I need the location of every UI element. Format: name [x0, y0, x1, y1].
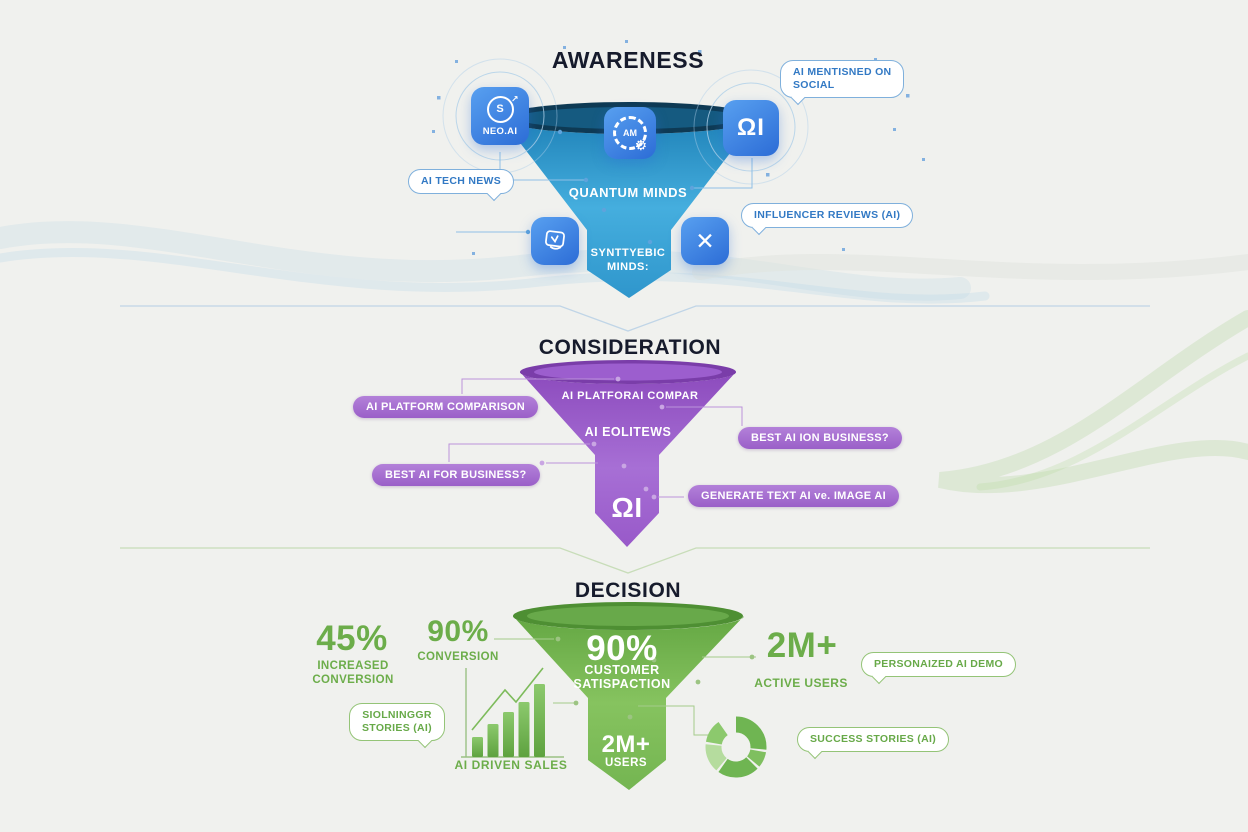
sketch-shield-icon: [545, 230, 565, 250]
blue-wave: [0, 221, 971, 301]
bubble-ai-mentioned-on-social: AI MENTISNED ON SOCIAL: [780, 60, 905, 99]
divider-consideration: [120, 547, 1150, 574]
stat-increased-conversion-label1: INCREASED: [317, 660, 389, 672]
consideration-funnel-ai-logo: ΩI: [611, 492, 643, 523]
stat-active-users-value: 2M+: [766, 626, 838, 665]
consideration-connector-dots: [539, 376, 665, 500]
bubble-stories-line1: SIOLNINGGR: [362, 709, 432, 721]
consideration-title: CONSIDERATION: [538, 336, 722, 359]
stat-increased-conversion-value: 45%: [316, 619, 388, 658]
decision-funnel-stat-line1: CUSTOMER: [584, 663, 660, 677]
pill-generate-text-ai-vs-image-ai: GENERATE TEXT AI ve. IMAGE AI: [688, 485, 899, 507]
bar-chart-label: AI DRIVEN SALES: [454, 758, 568, 772]
decision-title: DECISION: [574, 579, 682, 602]
decision-funnel-stat-line2: SATISPACTION: [573, 677, 671, 691]
consideration-connectors: [448, 378, 743, 498]
gear-ring-text: AM: [623, 128, 637, 138]
stat-increased-conversion-label2: CONVERSION: [312, 674, 394, 686]
consideration-funnel: [520, 360, 736, 547]
quantum-minds-app-icon: AM ⚙: [604, 107, 656, 159]
bar-chart: [461, 667, 564, 758]
bar-chart-trend-line: [471, 667, 544, 731]
green-wave: [938, 310, 1248, 494]
stat-active-users-label: ACTIVE USERS: [754, 676, 848, 690]
stat-conversion-label: CONVERSION: [417, 651, 499, 663]
neo-ai-glyph: S: [496, 103, 504, 115]
decision-spout-value: 2M+: [601, 731, 651, 758]
bubble-stories-line2: STORIES (AI): [362, 722, 432, 735]
consideration-funnel-text-1: AI PLATFORAI COMPAR: [561, 390, 699, 402]
decision-funnel: [513, 602, 744, 790]
neo-ai-logo-icon: S ↗: [486, 94, 519, 123]
bubble-influencer-reviews: INFLUENCER REVIEWS (AI): [741, 203, 914, 229]
decision-funnel-stat-value: 90%: [586, 629, 658, 668]
bubble-ai-tech-news: AI TECH NEWS: [408, 169, 515, 195]
stat-conversion-value: 90%: [427, 615, 489, 648]
sketch-shield-app-icon: [531, 217, 579, 265]
awareness-funnel-text-2a: SYNTTYEBIC: [590, 247, 666, 259]
dashed-ring-icon: AM: [613, 116, 647, 150]
decision-connectors: [494, 638, 756, 736]
decision-connector-dots: [555, 636, 755, 720]
donut-chart: [705, 716, 767, 778]
gray-wave: [692, 254, 1248, 280]
decision-spout-label: USERS: [604, 757, 648, 769]
x-app-icon: ✕: [681, 217, 729, 265]
awareness-funnel-text-2b: MINDS:: [606, 261, 650, 273]
neo-ai-label: NEO.AI: [482, 125, 518, 137]
ai-logo-icon: ΩI: [737, 114, 765, 141]
bubble-social-line1: AI MENTISNED ON: [793, 66, 892, 78]
arrow-icon: ↗: [510, 93, 519, 104]
x-icon: ✕: [695, 227, 715, 254]
bubble-success-stories: SUCCESS STORIES (AI): [797, 727, 949, 753]
green-wave-thin: [976, 352, 1248, 491]
blue-wave-thin: [0, 248, 990, 304]
bubble-stories-left: SIOLNINGGR STORIES (AI): [349, 703, 445, 742]
pill-best-ai-ion-business: BEST AI ION BUSINESS?: [738, 427, 902, 449]
awareness-title: AWARENESS: [551, 47, 705, 73]
divider-awareness: [120, 305, 1150, 332]
ai-app-icon: ΩI: [723, 100, 779, 156]
awareness-funnel-text-1: QUANTUM MINDS: [568, 185, 688, 200]
pill-best-ai-for-business: BEST AI FOR BUSINESS?: [372, 464, 540, 486]
pill-ai-platform-comparison: AI PLATFORM COMPARISON: [353, 396, 538, 418]
gear-icon: ⚙: [634, 137, 647, 153]
neo-ai-app-icon: S ↗ NEO.AI: [471, 87, 529, 145]
donut-chart-ring: [705, 716, 767, 778]
bubble-personalized-ai-demo: PERSONAIZED AI DEMO: [861, 652, 1016, 678]
consideration-funnel-text-2: AI EOLITEWS: [584, 425, 672, 439]
bar-chart-bars: [472, 684, 545, 757]
bubble-social-line2: SOCIAL: [793, 79, 835, 92]
